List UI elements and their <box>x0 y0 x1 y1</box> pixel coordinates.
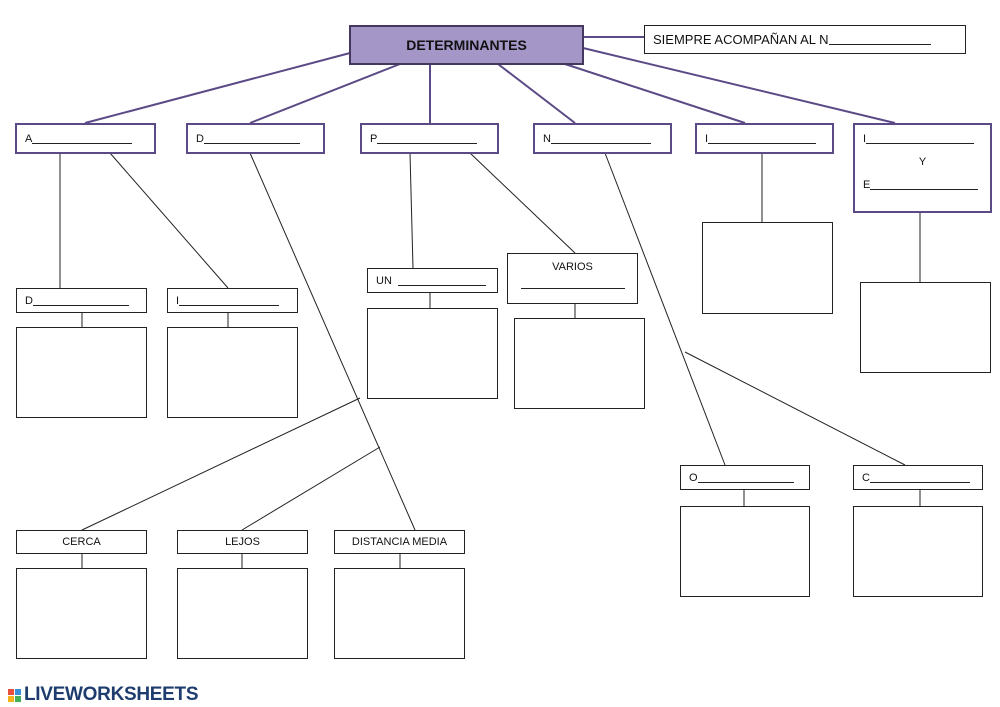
numerales-sub-c-letter: C <box>862 471 870 484</box>
indefinidos-answer-box[interactable] <box>702 222 833 314</box>
articulos-sub-i-blank[interactable] <box>179 296 280 306</box>
category-i-e-blank-1[interactable] <box>866 134 975 144</box>
root-label: DETERMINANTES <box>406 37 527 53</box>
numerales-sub-o: O <box>680 465 810 490</box>
demostrativos-cerca-label: CERCA <box>62 536 101 548</box>
posesivos-un-label: UN <box>376 274 392 287</box>
demostrativos-answer-box-1[interactable] <box>16 568 147 659</box>
interrogativos-answer-box[interactable] <box>860 282 991 373</box>
logo-square-2 <box>15 688 21 695</box>
numerales-sub-c-blank[interactable] <box>869 473 970 483</box>
articulos-sub-d-blank[interactable] <box>32 296 129 306</box>
articulos-sub-i-letter: I <box>176 294 180 307</box>
liveworksheets-logo-icon <box>8 688 21 702</box>
demostrativos-distancia-media: DISTANCIA MEDIA <box>334 530 465 554</box>
demostrativos-answer-box-2[interactable] <box>177 568 308 659</box>
category-a: A <box>15 123 156 154</box>
numerales-answer-box-1[interactable] <box>680 506 810 597</box>
category-i-e-middle: Y <box>918 156 927 168</box>
category-n: N <box>533 123 672 154</box>
logo-square-4 <box>15 695 21 702</box>
logo-square-3 <box>8 695 14 702</box>
category-i-e-second-letter: E <box>863 179 871 191</box>
note-blank[interactable] <box>828 35 931 45</box>
note-label: SIEMPRE ACOMPAÑAN AL N <box>653 32 829 47</box>
liveworksheets-logo-text: LIVEWORKSHEETS <box>24 684 199 705</box>
posesivos-un-blank[interactable] <box>397 276 486 286</box>
numerales-sub-o-blank[interactable] <box>697 473 794 483</box>
articulos-sub-d-letter: D <box>25 294 33 307</box>
posesivos-answer-box-1[interactable] <box>367 308 498 399</box>
demostrativos-lejos: LEJOS <box>177 530 308 554</box>
note-box: SIEMPRE ACOMPAÑAN AL N <box>644 25 966 54</box>
category-i-e: I Y E <box>853 123 992 213</box>
articulos-answer-box-1[interactable] <box>16 327 147 418</box>
articulos-sub-d: D <box>16 288 147 313</box>
category-n-letter: N <box>543 132 551 145</box>
category-p: P <box>360 123 499 154</box>
articulos-answer-box-2[interactable] <box>167 327 298 418</box>
category-d: D <box>186 123 325 154</box>
category-a-letter: A <box>25 132 33 145</box>
category-p-blank[interactable] <box>377 134 478 144</box>
category-d-letter: D <box>196 132 204 145</box>
category-i: I <box>695 123 834 154</box>
category-i-e-blank-2[interactable] <box>870 180 979 190</box>
category-p-letter: P <box>370 132 378 145</box>
root-node: DETERMINANTES <box>349 25 584 65</box>
articulos-sub-i: I <box>167 288 298 313</box>
category-a-blank[interactable] <box>32 134 133 144</box>
category-i-blank[interactable] <box>708 134 817 144</box>
posesivos-un: UN <box>367 268 498 293</box>
posesivos-varios: VARIOS <box>507 253 638 304</box>
demostrativos-answer-box-3[interactable] <box>334 568 465 659</box>
category-n-blank[interactable] <box>550 134 651 144</box>
numerales-sub-o-letter: O <box>689 471 698 484</box>
numerales-sub-c: C <box>853 465 983 490</box>
posesivos-varios-blank[interactable] <box>520 279 625 289</box>
category-i-letter: I <box>705 132 709 145</box>
posesivos-answer-box-2[interactable] <box>514 318 645 409</box>
demostrativos-lejos-label: LEJOS <box>225 536 260 548</box>
liveworksheets-logo: LIVEWORKSHEETS <box>8 684 199 706</box>
posesivos-varios-label: VARIOS <box>552 261 593 273</box>
demostrativos-distancia-media-label: DISTANCIA MEDIA <box>351 536 448 548</box>
demostrativos-cerca: CERCA <box>16 530 147 554</box>
category-i-e-letter: I <box>863 133 867 145</box>
numerales-answer-box-2[interactable] <box>853 506 983 597</box>
logo-square-1 <box>8 688 14 695</box>
category-d-blank[interactable] <box>203 134 300 144</box>
